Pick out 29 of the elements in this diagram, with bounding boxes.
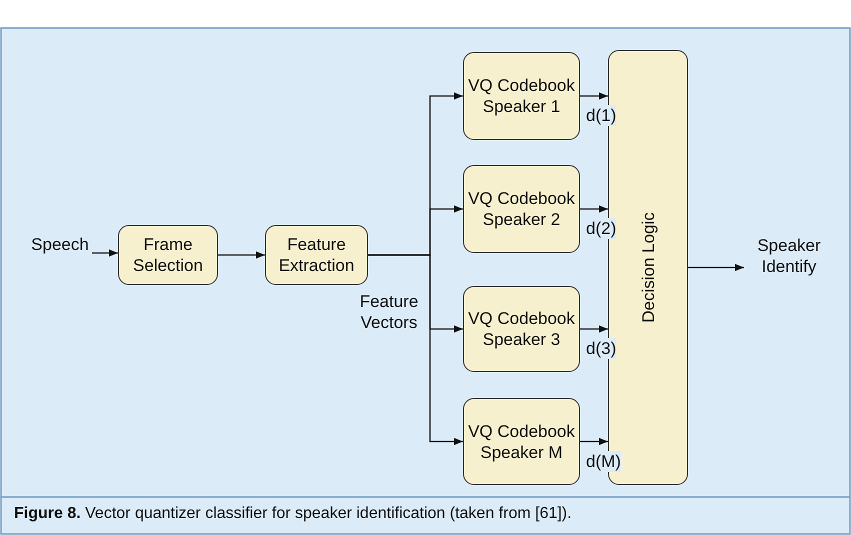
arrow [218, 251, 265, 259]
annotation-label: Feature Vectors [358, 291, 420, 333]
process-box [463, 286, 580, 372]
edge-label: d(M) [586, 450, 621, 472]
arrow [580, 438, 608, 446]
box-label: Frame Selection [132, 234, 204, 276]
box-label: VQ Codebook Speaker 3 [467, 308, 576, 350]
arrow [368, 254, 463, 446]
arrow [92, 249, 118, 257]
arrow [688, 264, 744, 272]
box-label: Decision Logic [638, 212, 658, 323]
caption: Figure 8. Vector quantizer classifier for speaker identification (taken from [61]). [14, 504, 572, 524]
signal-label: Speaker Identify [756, 235, 822, 277]
process-box [463, 52, 580, 140]
edge-label: d(2) [586, 218, 616, 239]
edge-label: d(1) [586, 105, 616, 126]
signal-label: Speech [31, 234, 89, 254]
box-label: VQ Codebook Speaker 2 [467, 188, 576, 230]
box-label: Feature Extraction [278, 234, 356, 276]
box-label: VQ Codebook Speaker M [467, 420, 576, 462]
arrow [580, 205, 608, 213]
process-box [118, 225, 218, 285]
arrow [580, 92, 608, 100]
box-label: VQ Codebook Speaker 1 [467, 75, 576, 117]
arrow [580, 325, 608, 333]
edge-label: d(3) [586, 338, 616, 359]
process-box [265, 225, 368, 285]
process-box [463, 165, 580, 253]
process-box [463, 398, 580, 485]
